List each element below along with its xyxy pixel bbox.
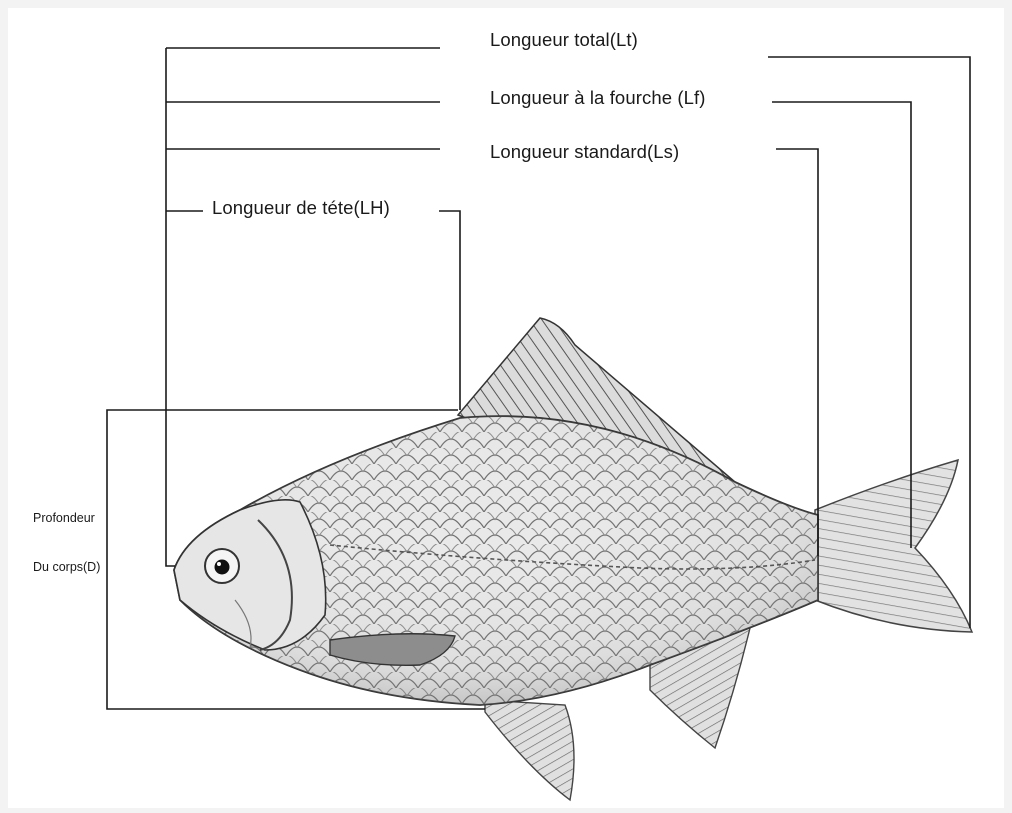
standard-length-line-right	[776, 149, 818, 556]
fish-illustration	[174, 318, 972, 800]
head-length-line-right	[439, 211, 460, 410]
tail-fin	[815, 460, 972, 632]
total-length-label: Longueur total(Lt)	[490, 31, 638, 50]
snout-reference-line	[166, 48, 175, 566]
body-depth-label-line2: Du corps(D)	[33, 561, 100, 574]
head-length-label: Longueur de téte(LH)	[212, 199, 390, 218]
fork-length-label: Longueur à la fourche (Lf)	[490, 89, 706, 108]
pelvic-fin	[485, 700, 574, 800]
body-depth-label-line1: Profondeur	[33, 512, 95, 525]
standard-length-label: Longueur standard(Ls)	[490, 143, 679, 162]
